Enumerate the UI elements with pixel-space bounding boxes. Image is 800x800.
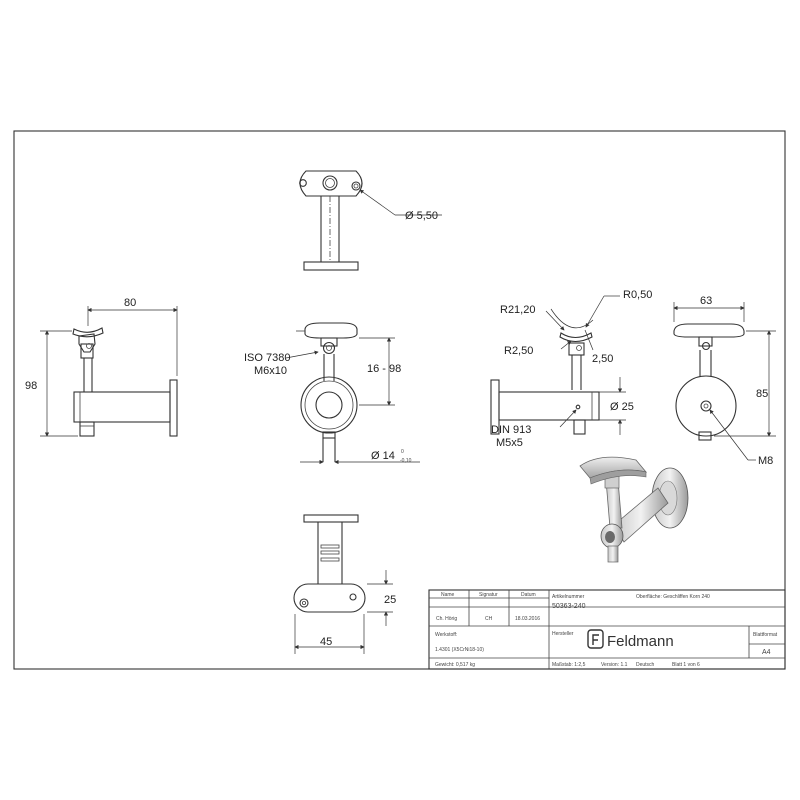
side-view-right (490, 295, 626, 435)
tb-format-label: Blattformat (753, 632, 778, 638)
tb-language: Deutsch (636, 662, 655, 668)
tb-weight: Gewicht: 0,517 kg (435, 662, 475, 668)
tb-signature-header: Signatur (479, 592, 498, 598)
label-din-913: DIN 913 (491, 424, 531, 436)
dim-height-25: 25 (384, 594, 396, 606)
tb-format-value: A4 (762, 649, 771, 656)
dim-tol-lower: -0,10 (400, 458, 412, 464)
dim-height-98: 98 (25, 380, 37, 392)
sheet-frame (13, 130, 786, 670)
tb-material-label: Werkstoff: (435, 632, 457, 638)
title-block (428, 589, 786, 670)
tb-maker-label: Hersteller (552, 631, 574, 637)
label-m5x5: M5x5 (496, 437, 523, 449)
dim-width-63: 63 (700, 295, 712, 307)
tb-logo-text: Feldmann (607, 633, 674, 650)
tb-name-header: Name (441, 592, 455, 598)
dim-radius-2-50: R2,50 (504, 345, 533, 357)
label-m8: M8 (758, 455, 773, 467)
tb-article-number: 50363-240 (552, 603, 586, 610)
label-m6x10: M6x10 (254, 365, 287, 377)
tb-date-value: 18.03.2016 (515, 616, 540, 622)
back-view (673, 302, 776, 461)
dim-diameter-14: Ø 14 (371, 450, 395, 462)
front-view (285, 322, 420, 465)
tb-article-label: Artikelnummer (552, 594, 585, 600)
isometric-render (579, 456, 689, 563)
tb-surface: Oberfläche: Geschliffen Korn 240 (636, 594, 710, 600)
dim-hole-5-50: Ø 5,50 (405, 210, 438, 222)
tb-signature-value: CH (485, 616, 493, 622)
tb-date-header: Datum (521, 592, 536, 598)
dim-width-45: 45 (320, 636, 332, 648)
tb-name-value: Ch. Hörig (436, 616, 457, 622)
feldmann-logo-icon (587, 629, 604, 649)
top-view (299, 170, 442, 271)
bottom-view (293, 514, 393, 654)
dim-width-80: 80 (124, 297, 136, 309)
dim-range-16-98: 16 - 98 (367, 363, 401, 375)
dim-tol-upper: 0 (401, 449, 404, 455)
label-iso-7380: ISO 7380 (244, 352, 290, 364)
dim-radius-0-50: R0,50 (623, 289, 652, 301)
tb-version: Version: 1.1 (601, 662, 628, 668)
dim-radius-21-20: R21,20 (500, 304, 535, 316)
side-view-left (40, 306, 178, 437)
dim-height-85: 85 (756, 388, 768, 400)
tb-sheet: Blatt 1 von 6 (672, 662, 700, 668)
tb-material-value: 1.4301 (X5CrNi18-10) (435, 647, 484, 653)
tb-scale: Maßstab: 1:2,5 (552, 662, 586, 668)
dim-diameter-25: Ø 25 (610, 401, 634, 413)
dim-thickness-2-50: 2,50 (592, 353, 613, 365)
